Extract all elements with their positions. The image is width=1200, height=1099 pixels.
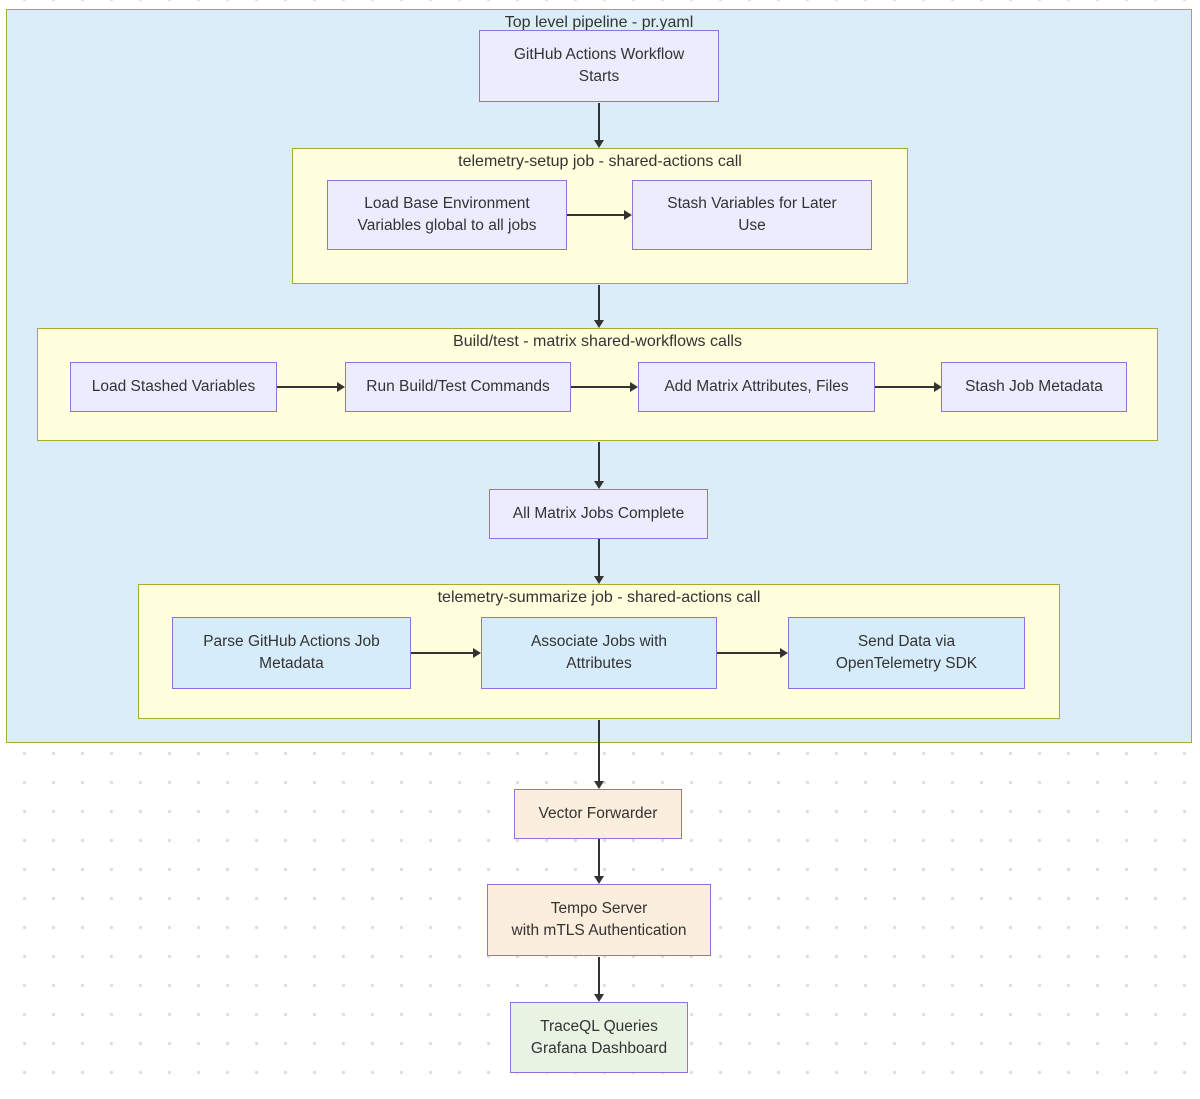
arrowhead-down-icon (594, 481, 604, 489)
node-traceql-grafana-dashboard: TraceQL Queries Grafana Dashboard (510, 1002, 688, 1073)
arrowhead-right-icon (780, 648, 788, 658)
arrowhead-down-icon (594, 876, 604, 884)
arrowhead-right-icon (337, 382, 345, 392)
arrowhead-right-icon (473, 648, 481, 658)
edge-complete-to-summarize (598, 539, 600, 577)
node-all-matrix-jobs-complete: All Matrix Jobs Complete (489, 489, 708, 539)
node-tempo-server: Tempo Server with mTLS Authentication (487, 884, 711, 956)
edge-vector-to-tempo (598, 839, 600, 877)
edge-associate-to-send (717, 652, 780, 654)
arrowhead-down-icon (594, 994, 604, 1002)
edge-loadenv-to-stashvars (567, 214, 624, 216)
edge-loadstashed-to-runbuild (277, 386, 337, 388)
arrowhead-right-icon (630, 382, 638, 392)
node-run-build-test-commands: Run Build/Test Commands (345, 362, 571, 412)
arrowhead-down-icon (594, 140, 604, 148)
edge-parse-to-associate (411, 652, 473, 654)
container-telemetry-setup-title: telemetry-setup job - shared-actions cal… (458, 153, 742, 170)
arrowhead-down-icon (594, 576, 604, 584)
node-stash-job-metadata: Stash Job Metadata (941, 362, 1127, 412)
container-telemetry-summarize-title: telemetry-summarize job - shared-actions… (437, 589, 761, 606)
edge-tempo-to-traceql (598, 957, 600, 995)
edge-summarize-to-vector (598, 720, 600, 782)
edge-start-to-setup (598, 103, 600, 141)
edge-runbuild-to-addmatrix (571, 386, 630, 388)
node-stash-variables: Stash Variables for Later Use (632, 180, 872, 250)
node-parse-job-metadata: Parse GitHub Actions Job Metadata (172, 617, 411, 689)
container-top-level-pipeline-title: Top level pipeline - pr.yaml (504, 14, 694, 31)
arrowhead-down-icon (594, 320, 604, 328)
edge-addmatrix-to-stashjob (875, 386, 934, 388)
node-send-data-opentelemetry: Send Data via OpenTelemetry SDK (788, 617, 1025, 689)
container-build-test-title: Build/test - matrix shared-workflows cal… (453, 333, 742, 350)
node-associate-jobs: Associate Jobs with Attributes (481, 617, 717, 689)
arrowhead-right-icon (934, 382, 942, 392)
node-vector-forwarder: Vector Forwarder (514, 789, 682, 839)
node-load-base-environment: Load Base Environment Variables global t… (327, 180, 567, 250)
node-github-actions-workflow-starts: GitHub Actions Workflow Starts (479, 30, 719, 102)
edge-setup-to-build (598, 285, 600, 321)
arrowhead-right-icon (624, 210, 632, 220)
edge-build-to-complete (598, 442, 600, 482)
arrowhead-down-icon (594, 781, 604, 789)
node-load-stashed-variables: Load Stashed Variables (70, 362, 277, 412)
node-add-matrix-attributes: Add Matrix Attributes, Files (638, 362, 875, 412)
